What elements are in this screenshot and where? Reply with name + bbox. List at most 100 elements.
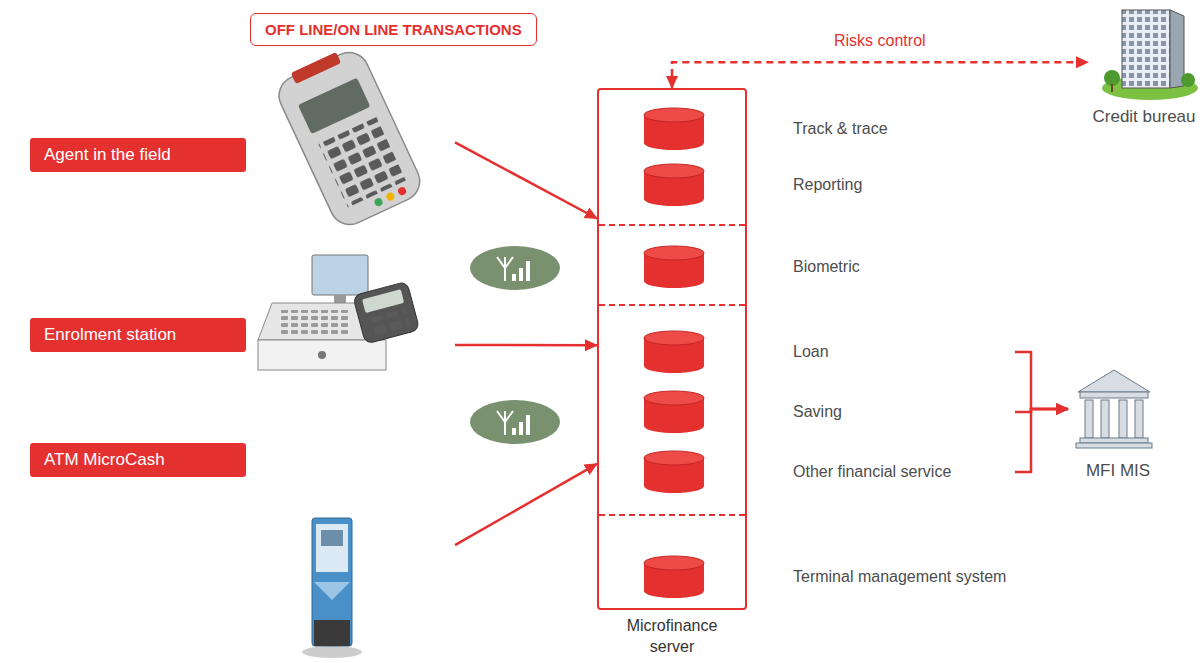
node-label: OFF LINE/ON LINE TRANSACTIONS — [265, 21, 522, 38]
section-divider-part — [599, 224, 745, 226]
bank-building-part — [1080, 438, 1148, 443]
device-node: Agent in the field — [30, 95, 455, 200]
bank-building-part — [1119, 400, 1127, 438]
device-label: ATM MicroCash — [30, 443, 246, 477]
connector — [455, 464, 597, 545]
wireless-icon-part — [512, 428, 516, 435]
card-terminal-part — [367, 308, 410, 336]
node-label: Track & trace — [793, 120, 888, 138]
device-label: Agent in the field — [30, 138, 246, 172]
database-cylinder — [643, 107, 705, 151]
cash-register-part — [312, 255, 368, 295]
database-cylinder-part — [644, 331, 704, 345]
database-cylinder-part — [644, 391, 704, 405]
node-label: Loan — [793, 343, 829, 361]
node-label: Reporting — [793, 176, 862, 194]
section-divider-part — [599, 514, 745, 516]
node-label: Other financial service — [793, 463, 951, 481]
wireless-icon-part — [497, 257, 513, 281]
database-cylinder-part — [644, 246, 704, 260]
bank-building-part — [1076, 443, 1152, 448]
database-cylinder-part — [644, 451, 704, 465]
atm-kiosk-part — [314, 620, 350, 646]
wireless-icon — [470, 246, 560, 290]
wireless-icon-part — [470, 246, 560, 290]
wireless-icon-part — [519, 422, 523, 435]
connector — [1015, 409, 1068, 472]
database-item: Saving — [643, 390, 1015, 434]
database-cylinder — [643, 163, 705, 207]
node-label: Biometric — [793, 258, 860, 276]
bank-building-part — [1080, 392, 1148, 398]
database-item: Reporting — [643, 163, 1015, 207]
database-cylinder-part — [644, 556, 704, 570]
database-cylinder-part — [644, 108, 704, 122]
database-item: Biometric — [643, 245, 1015, 289]
cash-register-part — [280, 310, 350, 334]
connector — [672, 62, 1088, 88]
bank-building-part — [1135, 400, 1143, 438]
database-item: Loan — [643, 330, 1015, 374]
database-item: Other financial service — [643, 450, 1015, 494]
wireless-icon-part — [512, 274, 516, 281]
bank-building-part — [1078, 370, 1150, 392]
atm-kiosk-part — [314, 582, 350, 600]
office-building-part — [1111, 84, 1113, 92]
device-label: Enrolment station — [30, 318, 246, 352]
wireless-icon-part — [470, 400, 560, 444]
database-item: Track & trace — [643, 107, 1015, 151]
node-label: MFI MIS — [1086, 461, 1150, 481]
server-heading: Microfinance server — [612, 616, 732, 658]
office-building-part — [1181, 73, 1195, 87]
connector — [455, 142, 597, 218]
node-label: Credit bureau — [1092, 107, 1195, 127]
bank-building-part — [1101, 400, 1109, 438]
database-cylinder — [643, 330, 705, 374]
cash-register-part — [318, 351, 326, 359]
section-divider — [599, 225, 745, 515]
node-label: Terminal management system — [793, 568, 1006, 586]
atm-kiosk-part — [316, 524, 348, 572]
connector-label: Risks control — [831, 32, 929, 50]
pos-terminal-part — [373, 197, 384, 208]
cash-register-part — [334, 295, 346, 303]
office-building-part — [1104, 70, 1120, 86]
office-building — [1102, 10, 1198, 100]
cash-register-part — [258, 340, 386, 370]
bank-building-part — [1085, 400, 1093, 438]
pos-terminal-part — [385, 191, 396, 202]
pos-terminal-part — [318, 117, 406, 207]
pos-terminal — [271, 42, 426, 231]
card-terminal-part — [353, 281, 420, 344]
wireless-icon-part — [526, 415, 530, 435]
pos-terminal-part — [397, 186, 408, 197]
database-cylinder — [643, 245, 705, 289]
credit-bureau-node: Credit bureau — [1088, 5, 1200, 127]
mfi-node: MFI MIS — [1068, 365, 1168, 481]
pos-terminal-part — [291, 52, 341, 84]
connector — [1015, 352, 1068, 409]
server-box: Microfinance serverTrack & traceReportin… — [597, 88, 747, 610]
database-cylinder — [643, 390, 705, 434]
bank-building — [1076, 370, 1152, 448]
header-box: OFF LINE/ON LINE TRANSACTIONS — [250, 13, 537, 46]
atm-kiosk — [302, 518, 362, 658]
pos-terminal-part — [273, 46, 427, 231]
office-building-part — [1170, 10, 1184, 88]
wireless-icon — [470, 400, 560, 444]
card-terminal-part — [362, 289, 404, 313]
node-label: Saving — [793, 403, 842, 421]
device-node: ATM MicroCash — [30, 430, 455, 610]
database-cylinder — [643, 450, 705, 494]
device-node: Enrolment station — [30, 290, 455, 400]
atm-kiosk-part — [321, 530, 343, 546]
atm-kiosk-part — [312, 518, 352, 646]
connector — [455, 344, 597, 347]
wireless-icon-part — [497, 411, 513, 435]
wireless-icon-part — [519, 268, 523, 281]
database-cylinder — [643, 555, 705, 599]
office-building-part — [1122, 10, 1170, 88]
section-divider-part — [599, 304, 745, 306]
wireless-icon-part — [526, 261, 530, 281]
